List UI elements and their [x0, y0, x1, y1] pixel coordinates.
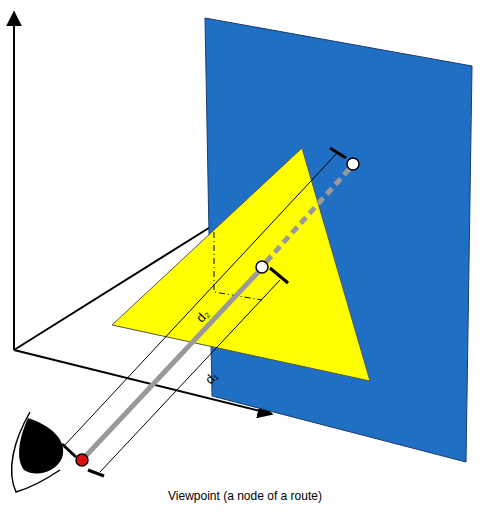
intersection-point: [256, 261, 268, 273]
eye-symbol: [19, 418, 63, 474]
eye-outline: [12, 412, 60, 492]
dimension-line-d2: [64, 152, 338, 446]
caption: Viewpoint (a node of a route): [168, 490, 322, 503]
hidden-ray: [266, 166, 352, 262]
intersection-line: [214, 232, 262, 300]
sight-ray: [82, 268, 262, 460]
dimension-tick: [88, 470, 104, 476]
dimension-tick: [270, 268, 288, 283]
intersection-point: [347, 158, 359, 170]
dimension-line-d1: [100, 280, 280, 472]
viewpoint-dot: [76, 454, 88, 466]
dimension-tick: [62, 444, 76, 457]
yellow-triangle: [112, 148, 370, 381]
dimension-tick: [330, 148, 346, 158]
z-axis: [13, 12, 15, 350]
